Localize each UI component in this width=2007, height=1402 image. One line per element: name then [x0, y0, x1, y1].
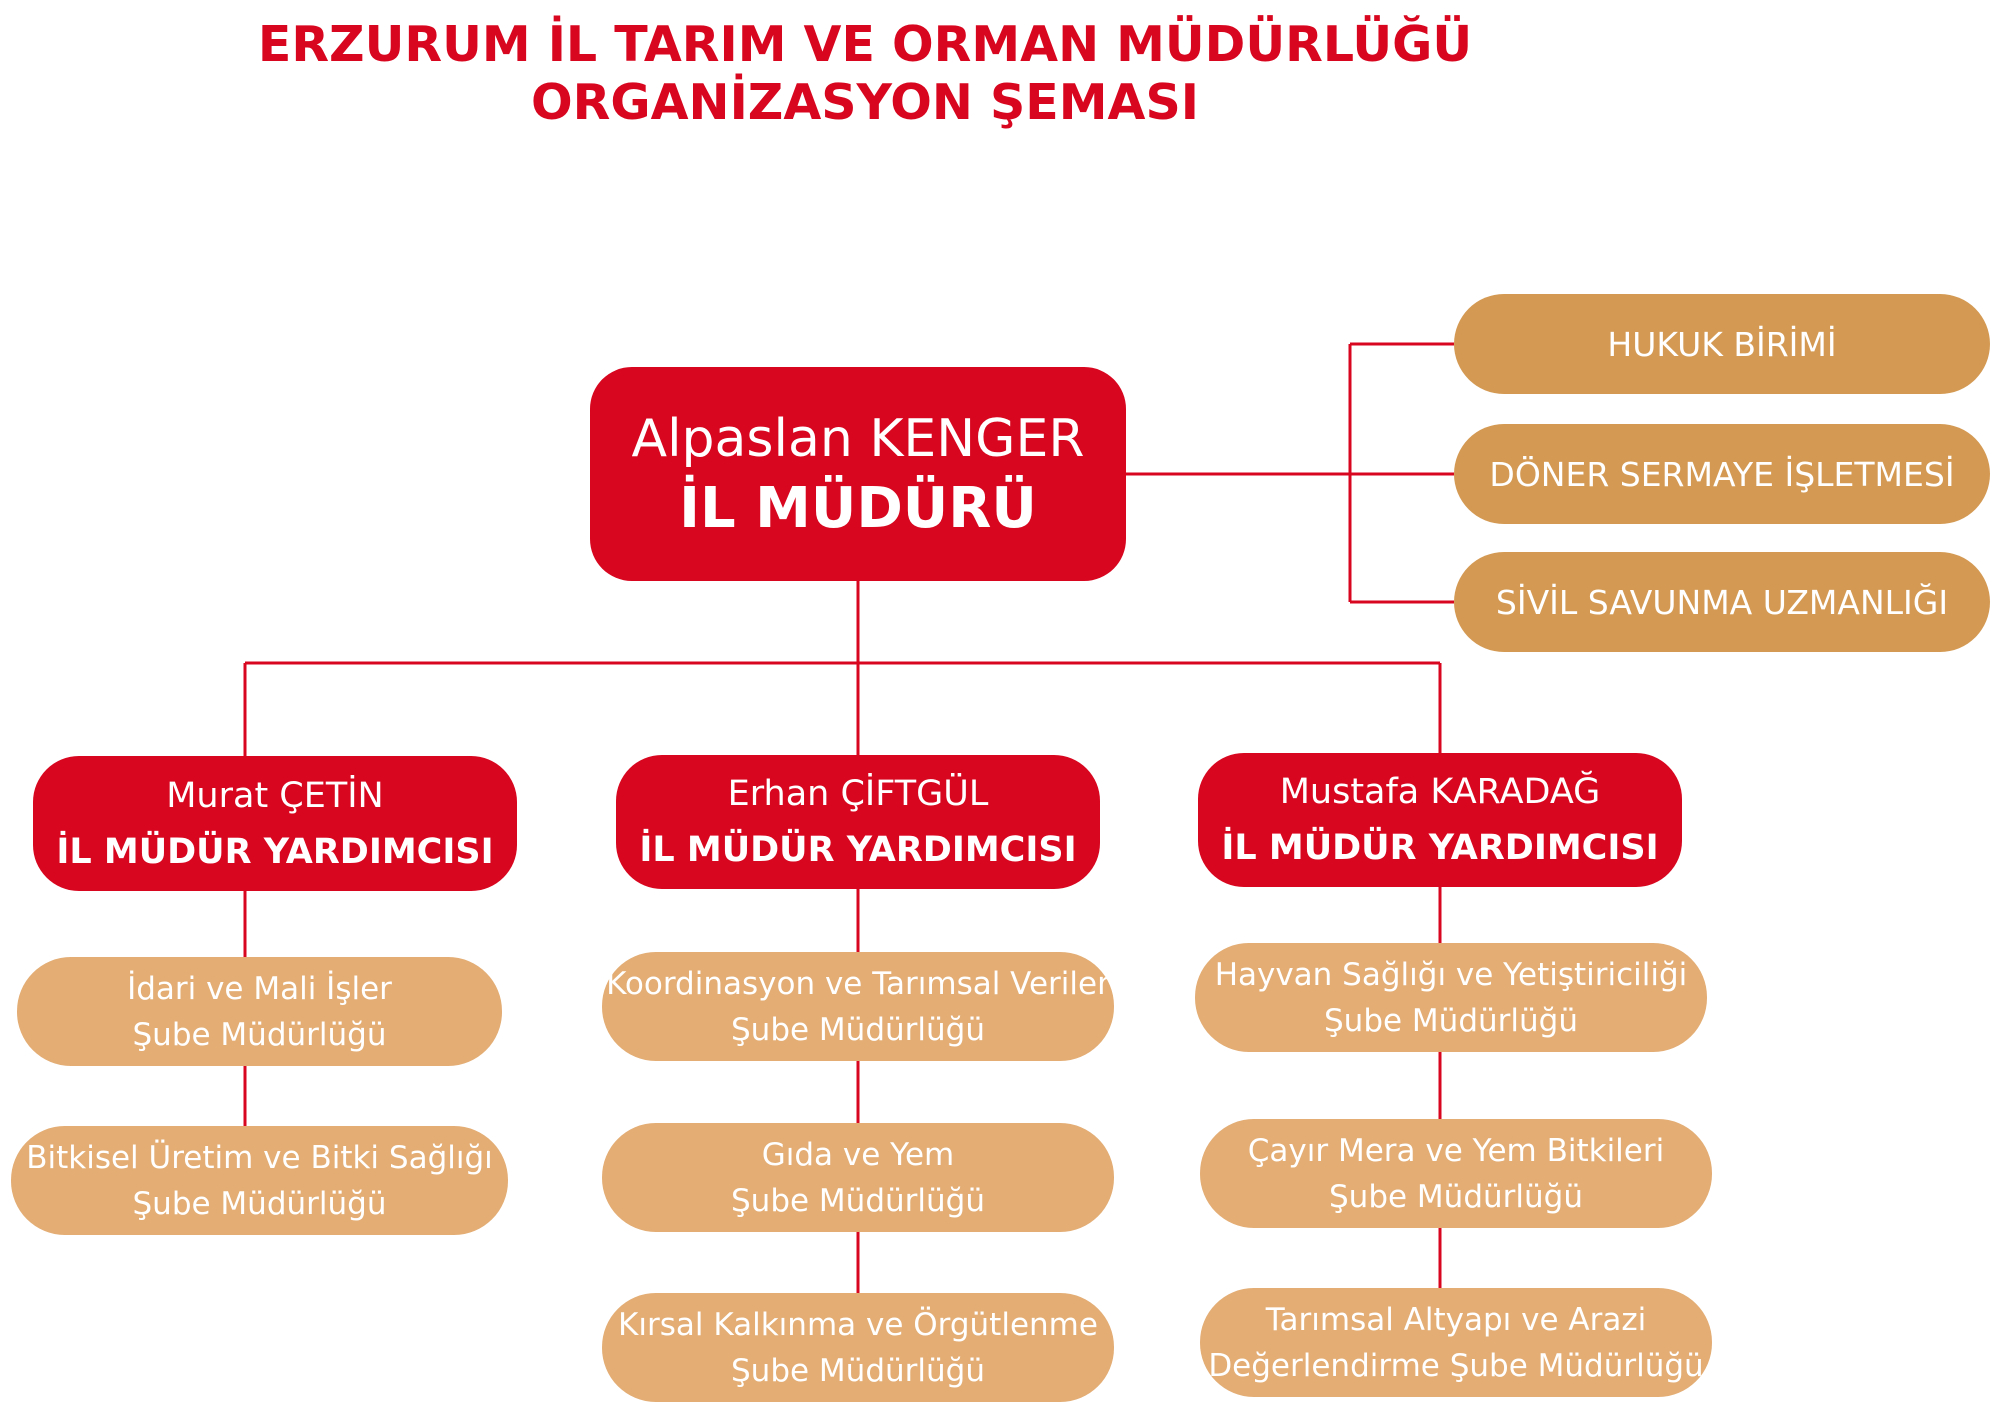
unit-box-hayvan-sagligi: Hayvan Sağlığı ve Yetiştiriciliği Şube M… [1195, 943, 1707, 1052]
unit-box-kirsal-kalkinma: Kırsal Kalkınma ve Örgütlenme Şube Müdür… [602, 1293, 1114, 1402]
unit-line-2: Şube Müdürlüğü [731, 1011, 985, 1048]
unit-line-1: Tarımsal Altyapı ve Arazi [1265, 1301, 1647, 1338]
unit-line-1: Kırsal Kalkınma ve Örgütlenme [618, 1306, 1098, 1343]
side-unit-doner-sermaye: DÖNER SERMAYE İŞLETMESİ [1454, 424, 1990, 524]
unit-line-1: İdari ve Mali İşler [127, 970, 392, 1007]
side-unit-label: HUKUK BİRİMİ [1607, 324, 1837, 364]
deputy-name: Erhan ÇİFTGÜL [727, 774, 989, 814]
unit-box-bitkisel-uretim: Bitkisel Üretim ve Bitki Sağlığı Şube Mü… [11, 1126, 508, 1235]
unit-line-2: Değerlendirme Şube Müdürlüğü [1208, 1347, 1704, 1384]
deputy-title: İL MÜDÜR YARDIMCISI [56, 831, 494, 872]
unit-box-idari-mali: İdari ve Mali İşler Şube Müdürlüğü [17, 957, 502, 1066]
unit-line-2: Şube Müdürlüğü [1324, 1002, 1578, 1039]
deputy-box-2: Erhan ÇİFTGÜL İL MÜDÜR YARDIMCISI [616, 755, 1100, 889]
unit-line-1: Hayvan Sağlığı ve Yetiştiriciliği [1214, 956, 1688, 993]
deputy-box-3: Mustafa KARADAĞ İL MÜDÜR YARDIMCISI [1198, 753, 1682, 887]
unit-line-1: Çayır Mera ve Yem Bitkileri [1247, 1132, 1665, 1169]
unit-line-1: Bitkisel Üretim ve Bitki Sağlığı [26, 1139, 493, 1176]
director-title: İL MÜDÜRÜ [679, 476, 1037, 541]
chart-title-line-1: ERZURUM İL TARIM VE ORMAN MÜDÜRLÜĞÜ [257, 16, 1473, 73]
deputy-name: Murat ÇETİN [166, 775, 384, 816]
unit-box-koordinasyon: Koordinasyon ve Tarımsal Veriler Şube Mü… [602, 952, 1114, 1061]
director-box: Alpaslan KENGER İL MÜDÜRÜ [590, 367, 1126, 581]
side-unit-label: SİVİL SAVUNMA UZMANLIĞI [1495, 582, 1949, 622]
deputy-title: İL MÜDÜR YARDIMCISI [639, 830, 1077, 870]
deputy-title: İL MÜDÜR YARDIMCISI [1221, 828, 1659, 868]
unit-box-gida-yem: Gıda ve Yem Şube Müdürlüğü [602, 1123, 1114, 1232]
deputy-box-1: Murat ÇETİN İL MÜDÜR YARDIMCISI [33, 756, 517, 891]
unit-line-2: Şube Müdürlüğü [132, 1185, 387, 1222]
unit-line-2: Şube Müdürlüğü [132, 1016, 387, 1053]
side-unit-label: DÖNER SERMAYE İŞLETMESİ [1489, 454, 1955, 494]
unit-line-2: Şube Müdürlüğü [731, 1352, 985, 1389]
unit-line-1: Koordinasyon ve Tarımsal Veriler [606, 965, 1110, 1002]
unit-box-cayir-mera: Çayır Mera ve Yem Bitkileri Şube Müdürlü… [1200, 1119, 1712, 1228]
side-unit-hukuk: HUKUK BİRİMİ [1454, 294, 1990, 394]
side-unit-sivil-savunma: SİVİL SAVUNMA UZMANLIĞI [1454, 552, 1990, 652]
unit-line-1: Gıda ve Yem [761, 1136, 955, 1173]
chart-title-line-2: ORGANİZASYON ŞEMASI [531, 74, 1199, 131]
unit-line-2: Şube Müdürlüğü [1329, 1178, 1583, 1215]
deputy-name: Mustafa KARADAĞ [1279, 772, 1601, 812]
unit-line-2: Şube Müdürlüğü [731, 1182, 985, 1219]
unit-box-tarimsal-altyapi: Tarımsal Altyapı ve Arazi Değerlendirme … [1200, 1288, 1712, 1397]
director-name: Alpaslan KENGER [631, 409, 1085, 469]
